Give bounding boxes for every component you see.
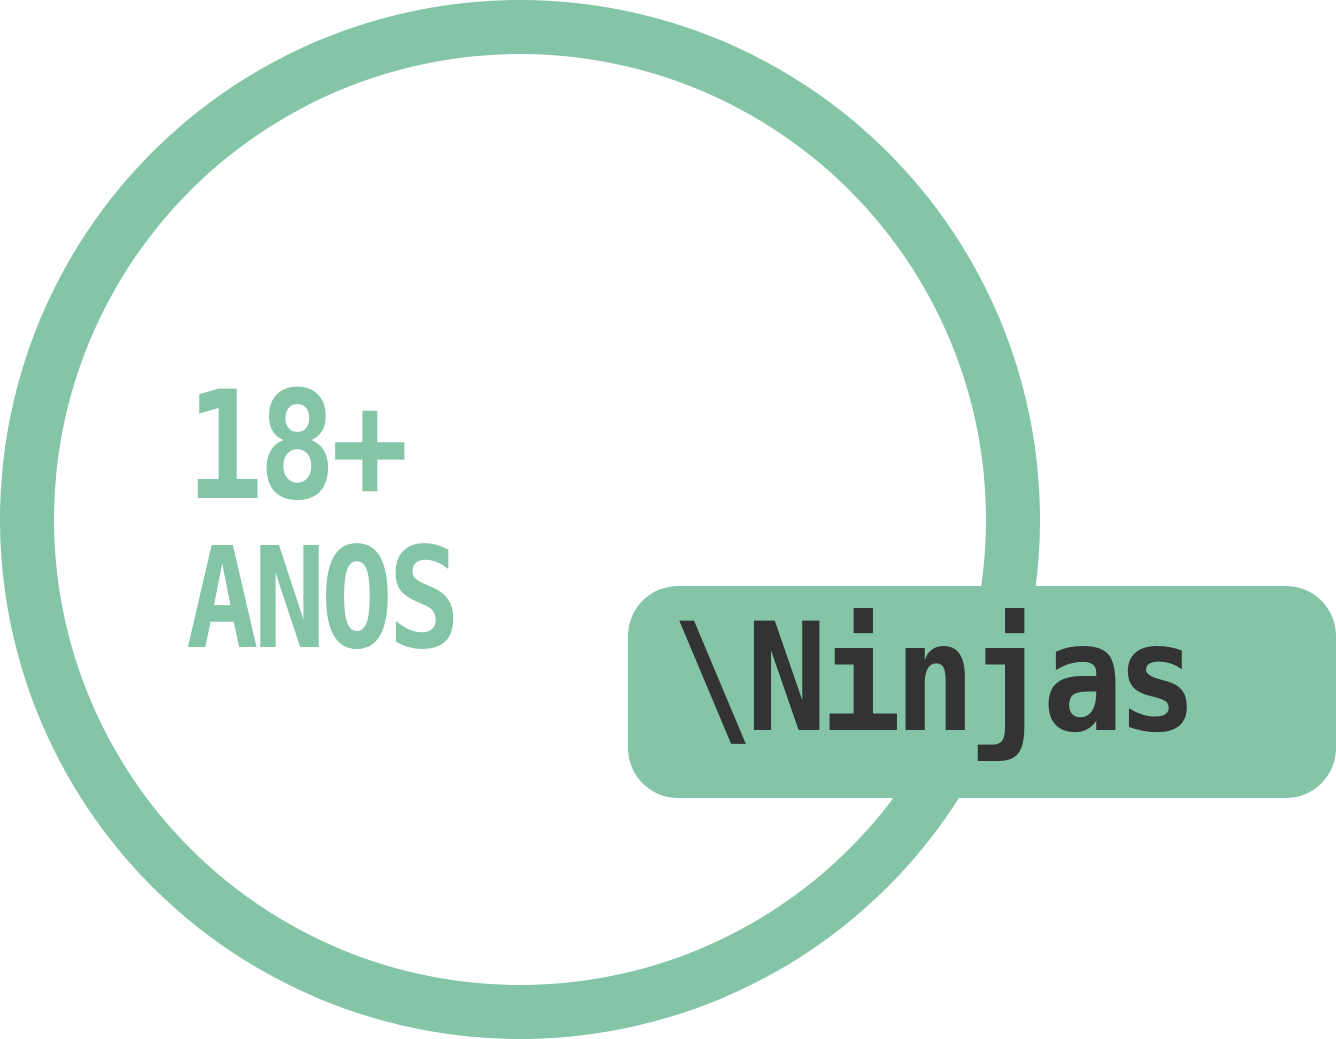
years-label: ANOS bbox=[186, 518, 460, 681]
years-number: 18+ bbox=[186, 360, 409, 534]
ninjas-wordmark: \Ninjas bbox=[672, 592, 1198, 766]
years-block: 18+ ANOS bbox=[186, 372, 566, 670]
ninjas-badge: \Ninjas bbox=[628, 586, 1336, 798]
